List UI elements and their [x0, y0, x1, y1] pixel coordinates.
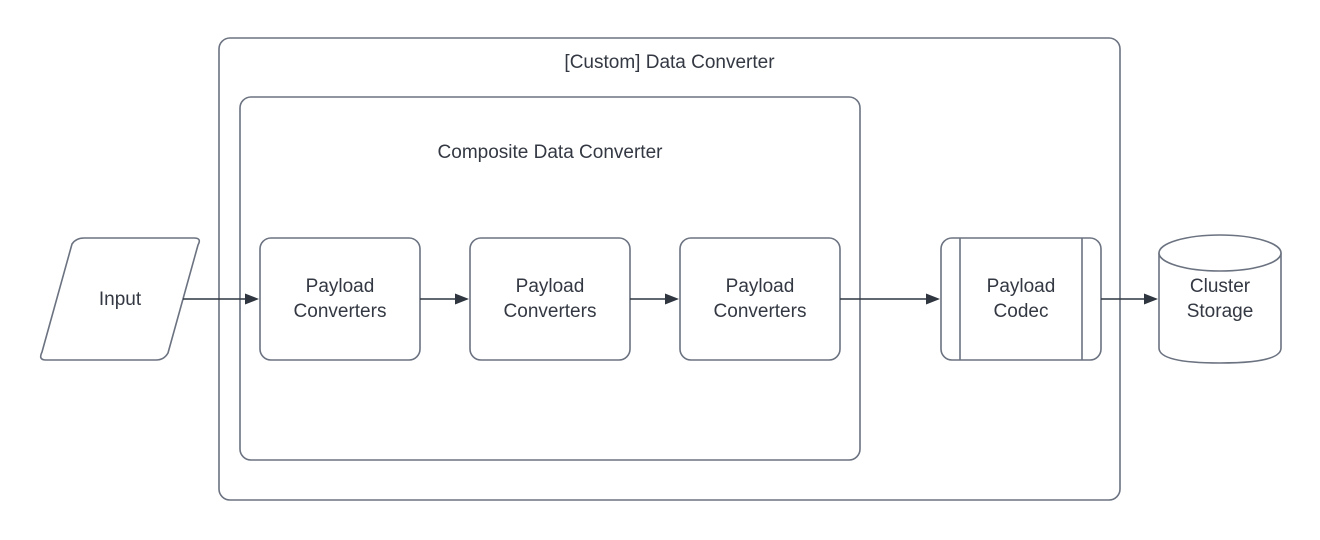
- edge-pc2-to-pc3: [630, 293, 679, 305]
- node-cluster-storage-top-ellipse: [1158, 234, 1282, 272]
- edge-codec-to-storage: [1101, 293, 1158, 305]
- container-title-composite-data-converter: Composite Data Converter: [437, 142, 663, 163]
- node-cluster-storage-body[interactable]: [1158, 252, 1282, 364]
- edge-pc3-to-codec: [840, 293, 940, 305]
- edge-input-to-pc1: [183, 293, 259, 305]
- container-title-custom-data-converter: [Custom] Data Converter: [564, 52, 775, 73]
- node-payload-converters-1-shape[interactable]: [259, 237, 421, 361]
- node-payload-converters-3-shape[interactable]: [679, 237, 841, 361]
- node-payload-codec-shape[interactable]: [940, 237, 1102, 361]
- node-payload-converters-2-shape[interactable]: [469, 237, 631, 361]
- edge-pc1-to-pc2: [420, 293, 469, 305]
- node-input-shape[interactable]: [39, 237, 201, 361]
